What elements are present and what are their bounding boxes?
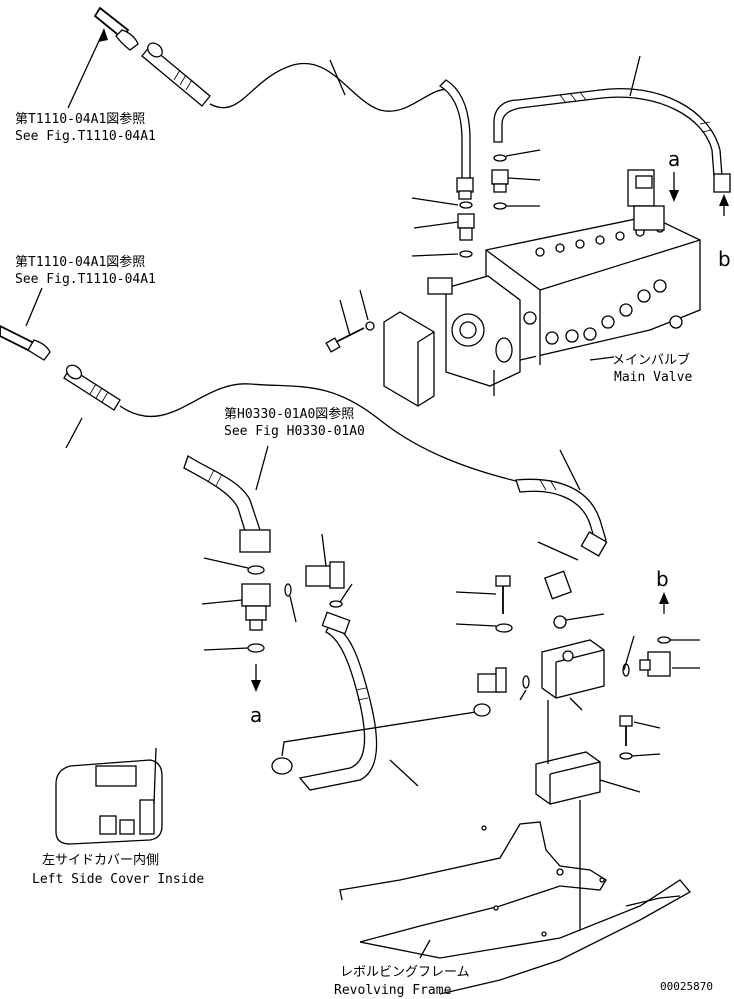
elbow-left [477,667,507,693]
o-ring [247,565,265,575]
frame-label: レボルビングフレーム Revolving Frame [334,965,470,998]
washer [365,321,375,331]
o-ring [329,600,343,608]
svg-text:左サイドカバー内側: 左サイドカバー内側 [42,852,159,868]
svg-text:Left Side Cover Inside: Left Side Cover Inside [32,872,204,887]
svg-text:b: b [718,247,731,271]
bolt-lower [619,715,633,746]
hose-end-top-left [93,6,211,107]
svg-text:a: a [668,147,680,171]
o-ring [247,643,265,653]
wire-top [209,63,453,112]
svg-text:第H0330-01A0図参照: 第H0330-01A0図参照 [224,406,354,422]
left-side-cover [55,759,163,845]
svg-text:a: a [250,703,262,727]
o-ring [522,675,530,689]
drawing-number: 00025870 [660,980,713,993]
hose-left-middle [0,324,121,411]
svg-text:第T1110-04A1図参照: 第T1110-04A1図参照 [15,111,145,127]
hose-upper-middle [438,79,474,200]
bolt [325,327,365,353]
leader-ref3 [255,445,269,491]
ref-label-3: 第H0330-01A0図参照 See Fig H0330-01A0 [224,406,365,439]
connector-b-top: b [718,194,731,271]
elbow-fitting-mid [305,561,345,589]
leader-ref1 [67,29,105,109]
leader-ref2 [25,287,43,327]
washer [619,752,633,760]
block-upper [541,639,605,699]
cover-label: 左サイドカバー内側 Left Side Cover Inside [32,852,204,887]
ref-label-2: 第T1110-04A1図参照 See Fig.T1110-04A1 [15,254,156,287]
svg-text:レボルビングフレーム: レボルビングフレーム [340,965,470,980]
connector-a-top: a [668,147,680,202]
arrow-head-icon [98,28,108,42]
washer [495,623,513,633]
valve-end-cap [427,275,521,387]
hose-lower [271,611,378,791]
svg-text:Main Valve: Main Valve [614,370,692,385]
elbow-fitting [491,169,509,193]
o-ring [493,202,507,210]
o-ring [459,250,473,258]
svg-text:第T1110-04A1図参照: 第T1110-04A1図参照 [15,254,145,270]
connector-a-bottom: a [250,664,262,727]
o-ring [493,154,507,162]
o-ring [284,583,292,597]
connector-b-bottom: b [656,567,669,614]
main-valve-label: メインバルブ Main Valve [612,352,692,385]
valve-spools [523,223,683,345]
tee-fitting [639,651,671,677]
o-ring [473,703,491,717]
block-lower [535,751,601,805]
plug [553,615,567,629]
svg-text:See Fig.T1110-04A1: See Fig.T1110-04A1 [15,272,156,287]
elbow-fitting-right [544,570,572,600]
revolving-frame [339,821,692,995]
o-ring [459,201,473,209]
main-valve [485,169,701,365]
o-ring [622,663,630,677]
svg-text:See Fig H0330-01A0: See Fig H0330-01A0 [224,424,365,439]
ref-label-1: 第T1110-04A1図参照 See Fig.T1110-04A1 [15,111,156,144]
cover-block [383,311,435,407]
svg-text:Revolving Frame: Revolving Frame [334,983,452,998]
hose-top-right [493,88,731,193]
svg-text:b: b [656,567,669,591]
bend-hose [183,455,271,553]
svg-text:メインバルブ: メインバルブ [612,352,690,368]
union-fitting [457,213,475,241]
wire-middle [119,383,521,483]
adapter-fitting [241,583,271,631]
bolt-right [495,575,511,614]
o-ring [657,636,671,644]
hose-right-middle [515,478,608,557]
svg-text:See Fig.T1110-04A1: See Fig.T1110-04A1 [15,129,156,144]
